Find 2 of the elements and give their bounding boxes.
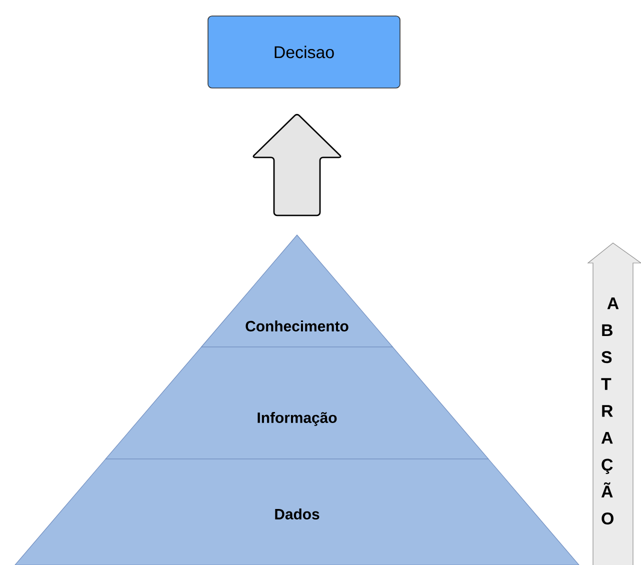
decision-box: Decisao [208, 16, 400, 88]
block-arrow [252, 114, 342, 216]
